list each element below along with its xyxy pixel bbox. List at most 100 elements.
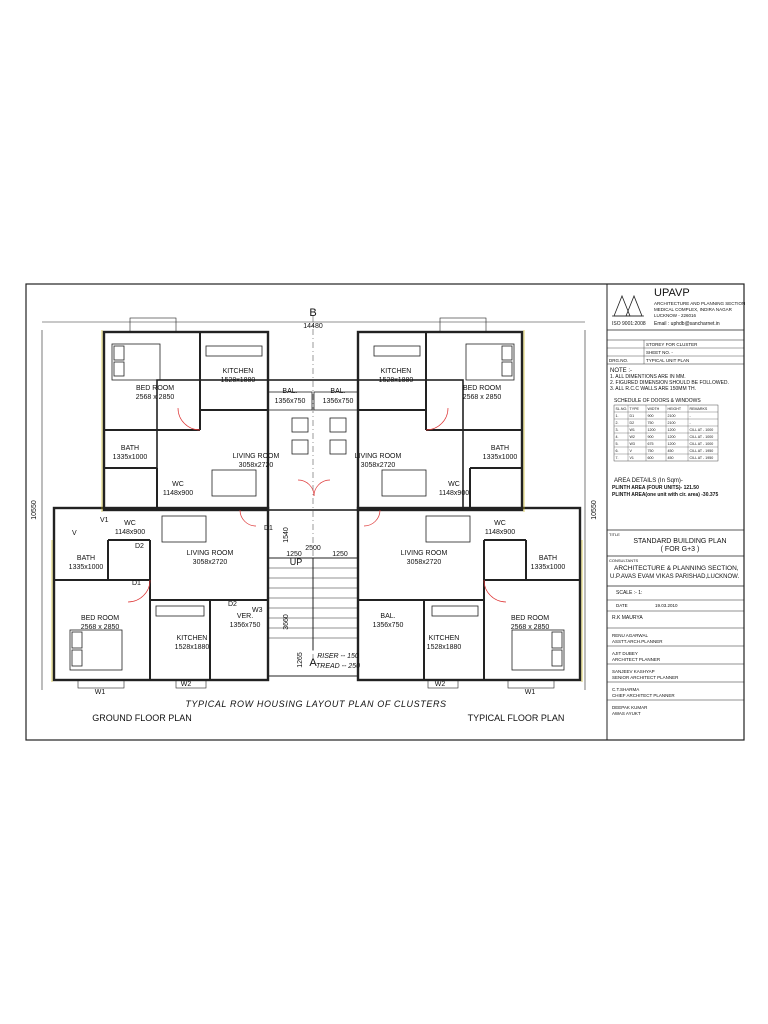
org-email: Email : uphdb@sancharnet.in <box>654 321 720 327</box>
schedule-cell: 600 <box>648 456 654 460</box>
room-name: VER. <box>237 613 253 620</box>
room-dim: 1528x1880 <box>379 377 414 384</box>
bottom-right-unit-walls <box>356 506 582 682</box>
schedule-cell: 7. <box>616 456 619 460</box>
room-name: WC <box>494 520 506 527</box>
dim-1265: 1265 <box>297 652 304 668</box>
note-2: 2. FIGURED DIMENSION SHOULD BE FOLLOWED. <box>610 380 729 386</box>
stair-treads <box>268 558 358 650</box>
consultants-label: CONSULTANTS <box>609 558 639 563</box>
schedule-cell: 450 <box>668 456 674 460</box>
dim-1540: 1540 <box>283 527 290 543</box>
schedule-cell: 1200 <box>668 428 676 432</box>
staff-name: SANJEEV KASHYAP <box>612 669 655 674</box>
schedule-cell: 6. <box>616 449 619 453</box>
sheet-row-3-key: DRG.NO. <box>609 358 628 363</box>
opening-v: V <box>72 530 77 537</box>
room-dim: 1148x900 <box>439 490 469 497</box>
room-name: BATH <box>539 555 557 562</box>
schedule-cell: - <box>690 414 692 418</box>
opening-v1: V1 <box>100 517 109 524</box>
plinth-area-1: PLINTH AREA (FOUR UNITS)- 121.50 <box>612 485 699 491</box>
room-name: BATH <box>77 555 95 562</box>
stair-riser: RISER -- 150 <box>317 653 359 660</box>
schedule-cell: 5. <box>616 442 619 446</box>
room-dim: 3058x2720 <box>193 559 228 566</box>
staff-role: ASSTT.ARCH.PLANNER <box>612 639 663 644</box>
room-name: BATH <box>491 445 509 452</box>
schedule-cell: D2 <box>630 421 635 425</box>
staff-name: RENU AGARWAL <box>612 633 649 638</box>
opening-d2: D2 <box>135 543 144 550</box>
consultants-line-1: ARCHITECTURE & PLANNING SECTION, <box>614 565 739 572</box>
staff-role: SENIOR ARCHITECT PLANNER <box>612 675 679 680</box>
schedule-cell: 900 <box>648 414 654 418</box>
schedule-cell: D1 <box>630 414 635 418</box>
note-1: 1. ALL DIMENTIONS ARE IN MM. <box>610 374 686 380</box>
room-dim: 1356x750 <box>323 398 354 405</box>
opening-w1-right: W1 <box>525 689 536 696</box>
room-name: BAL. <box>380 613 395 620</box>
title-line-2: ( FOR G+3 ) <box>661 546 700 553</box>
room-dim: 3058x2720 <box>239 462 274 469</box>
room-dim: 1356x750 <box>230 622 261 629</box>
room-name: KITCHEN <box>429 635 460 642</box>
stair-side-dim-left: 1250 <box>286 551 302 558</box>
window-markers <box>77 317 555 689</box>
door-swings <box>127 407 507 603</box>
org-line-3: LUCKNOW - 226016 <box>654 313 697 318</box>
sheet-row-3: TYPICAL UNIT PLAN <box>646 358 689 363</box>
room-name: BED ROOM <box>463 385 501 392</box>
schedule-cell: 1200 <box>648 428 656 432</box>
room-name: KITCHEN <box>381 368 412 375</box>
central-living-block <box>156 379 464 511</box>
room-name: KITCHEN <box>223 368 254 375</box>
room-dim: 3058x2720 <box>407 559 442 566</box>
balcony-left <box>267 391 313 411</box>
schedule-cell: 1200 <box>668 435 676 439</box>
schedule-cell: CILL AT - 1000 <box>690 435 714 439</box>
schedule-cell: 2. <box>616 421 619 425</box>
schedule-cell: 4. <box>616 435 619 439</box>
opening-d1-center: D1 <box>264 525 273 532</box>
note-3: 3. ALL R.C.C WALLS ARE 150MM TH. <box>610 386 696 392</box>
room-name: LIVING ROOM <box>355 453 402 460</box>
staff-name: C.T.SHARMA <box>612 687 639 692</box>
room-dim: 1356x750 <box>275 398 306 405</box>
staff-role: CHIEF ARCHITECT PLANNER <box>612 693 675 698</box>
opening-w1: W1 <box>95 689 106 696</box>
schedule-cell: 3. <box>616 428 619 432</box>
drawing-title: TYPICAL ROW HOUSING LAYOUT PLAN OF CLUST… <box>185 699 446 709</box>
schedule-cell: 2100 <box>668 414 676 418</box>
section-mark-a: A <box>309 657 317 669</box>
bottom-left-unit-walls <box>52 506 270 682</box>
room-dim: 1335x1000 <box>531 564 566 571</box>
sheet-row-1: STOREY FOR CLUSTER <box>646 342 698 347</box>
room-name: WC <box>448 481 460 488</box>
schedule-cell: CILL AT - 1000 <box>690 442 714 446</box>
room-name: BAL. <box>282 388 297 395</box>
stair-width-dim: 2500 <box>305 545 321 552</box>
room-dim: 1148x900 <box>115 529 145 536</box>
room-dim: 2568 x 2850 <box>81 624 120 631</box>
room-name: LIVING ROOM <box>233 453 280 460</box>
scale: SCALE :- 1: <box>616 590 642 596</box>
schedule-cell: V1 <box>630 456 634 460</box>
org-line-1: ARCHITECTURE AND PLANNING SECTION <box>654 301 745 306</box>
room-name: WC <box>172 481 184 488</box>
room-name: BED ROOM <box>511 615 549 622</box>
opening-d1: D1 <box>132 580 141 587</box>
staff-dividers <box>607 627 744 701</box>
dim-3660: 3660 <box>283 614 290 630</box>
date-label: DATE <box>616 603 628 608</box>
schedule-cell: W3 <box>630 442 635 446</box>
floor-plan <box>41 316 586 690</box>
stair-side-dim-right: 1250 <box>332 551 348 558</box>
schedule-cell: CILL AT - 1950 <box>690 456 714 460</box>
schedule-cell: 750 <box>648 421 654 425</box>
schedule-cell: 900 <box>648 435 654 439</box>
date-value: 19.03.2010 <box>655 603 678 608</box>
grid-lines <box>51 330 583 682</box>
